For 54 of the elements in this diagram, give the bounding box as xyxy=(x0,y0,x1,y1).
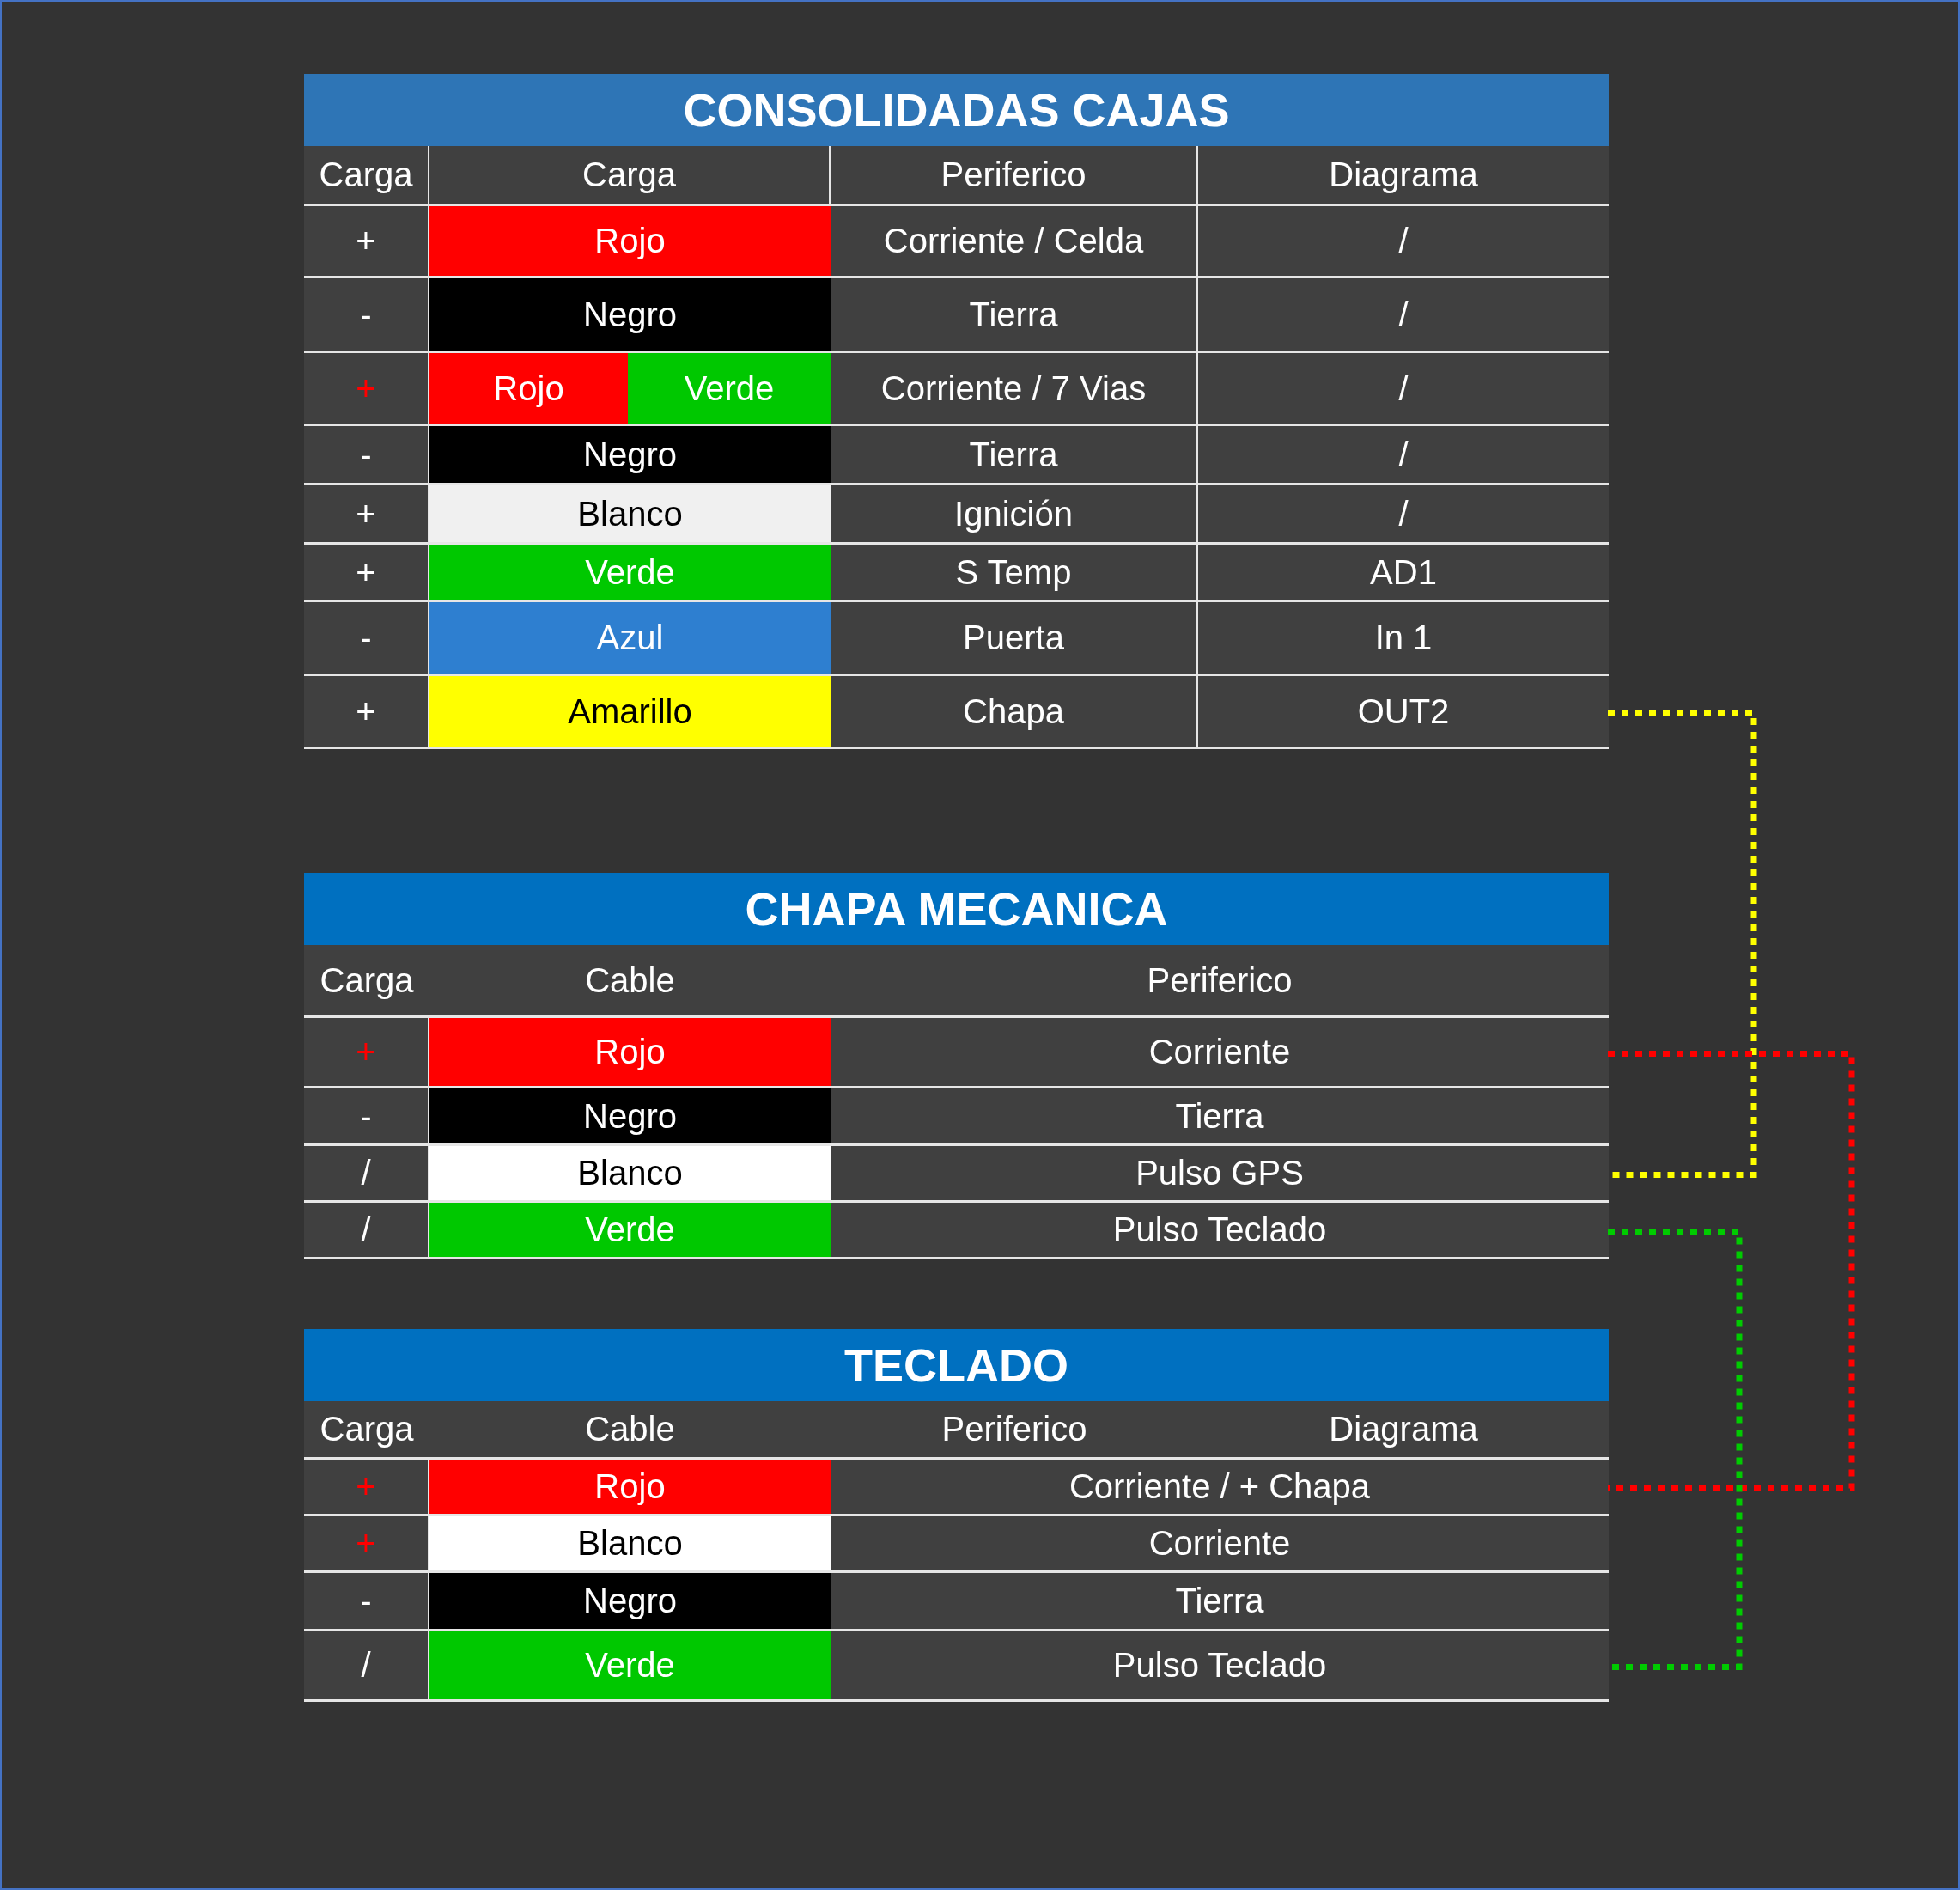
cell-text: / xyxy=(1397,294,1409,335)
dotted-wire-line xyxy=(1608,710,1757,1178)
cable-color-cell: Verde xyxy=(628,353,831,424)
cell-text: AD1 xyxy=(1369,552,1438,593)
table-heading: CHAPA MECANICA xyxy=(304,873,1609,945)
column-header: Cable xyxy=(584,1409,676,1449)
table-heading: CONSOLIDADAS CAJAS xyxy=(304,74,1609,146)
cable-color-cell: Rojo xyxy=(429,353,628,424)
column-header: Diagrama xyxy=(1328,155,1479,195)
cell-text: S Temp xyxy=(831,545,1198,600)
cell-text: Puerta xyxy=(831,602,1198,674)
cable-color-cell: Negro xyxy=(429,1088,831,1143)
dotted-wire-line xyxy=(1608,1051,1855,1491)
column-header: Periferico xyxy=(831,146,1198,204)
cable-color-cell: Azul xyxy=(429,602,831,674)
wiring-table xyxy=(304,873,1609,1259)
cable-color-cell: Negro xyxy=(429,426,831,483)
cell-text: / xyxy=(1397,434,1409,475)
column-header: Periferico xyxy=(940,1409,1088,1449)
cable-color-cell: Negro xyxy=(429,1573,831,1629)
cable-color-cell: Blanco xyxy=(429,1146,831,1200)
cable-color-cell: Verde xyxy=(429,1631,831,1699)
cable-color-cell: Rojo xyxy=(429,1460,831,1514)
wiring-table xyxy=(304,1329,1609,1702)
cell-text: In 1 xyxy=(1373,618,1433,658)
cable-color-cell: Blanco xyxy=(429,1516,831,1570)
cable-color-cell: Verde xyxy=(429,1203,831,1257)
cell-text: Ignición xyxy=(831,485,1198,542)
wiring-table xyxy=(304,74,1609,749)
column-header: Periferico xyxy=(1146,960,1293,1001)
cell-text: Corriente / Celda xyxy=(831,206,1198,276)
column-header: Cable xyxy=(584,960,676,1001)
cell-text: / xyxy=(1397,493,1409,534)
cell-text: Tierra xyxy=(1174,1095,1265,1137)
column-header: Carga xyxy=(319,960,415,1001)
cell-text: / xyxy=(1397,368,1409,409)
cell-text: Tierra xyxy=(831,426,1198,483)
cell-text: / xyxy=(1397,221,1409,261)
cell-text: Tierra xyxy=(831,278,1198,351)
column-header: Carga xyxy=(304,146,429,204)
table-heading: TECLADO xyxy=(304,1329,1609,1401)
cell-text: Tierra xyxy=(1174,1581,1265,1621)
column-header: Carga xyxy=(319,1409,415,1449)
column-header: Diagrama xyxy=(1328,1409,1479,1449)
cable-color-cell: Negro xyxy=(429,278,831,351)
cell-text: Corriente / 7 Vias xyxy=(831,353,1198,424)
cable-color-cell: Verde xyxy=(429,545,831,600)
cable-color-cell: Rojo xyxy=(429,206,831,276)
cell-text: Corriente xyxy=(1147,1523,1292,1564)
cable-color-cell: Blanco xyxy=(429,485,831,542)
column-header: Carga xyxy=(429,146,831,204)
cable-color-cell: Rojo xyxy=(429,1018,831,1086)
dotted-wire-line xyxy=(1608,1228,1743,1670)
cable-color-cell: Amarillo xyxy=(429,676,831,747)
